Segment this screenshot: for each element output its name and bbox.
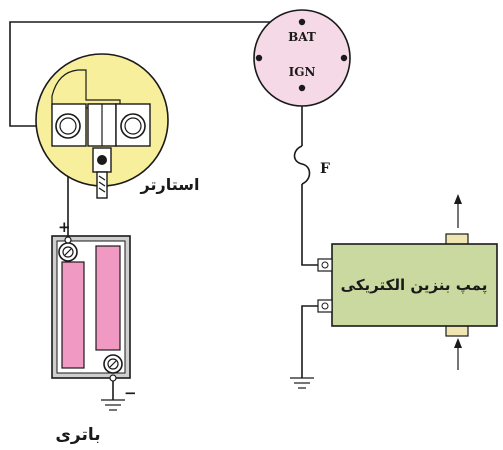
fuel-pump xyxy=(317,194,498,370)
bat-terminal xyxy=(298,18,306,26)
pump-terminal-top xyxy=(317,258,333,272)
battery xyxy=(51,235,131,382)
battery-cell-left xyxy=(61,261,85,369)
ground-symbol-battery xyxy=(101,399,125,411)
wire-pump-to-ground xyxy=(301,305,318,378)
starter-solenoid xyxy=(35,53,169,199)
right-terminal xyxy=(340,54,348,62)
left-terminal xyxy=(255,54,263,62)
ign-terminal xyxy=(298,84,306,92)
wire-fuse-to-pump xyxy=(301,184,318,266)
battery-minus-sign: − xyxy=(124,384,137,402)
fuse-label: F xyxy=(320,161,330,177)
flow-arrow-out xyxy=(454,194,462,228)
battery-cell-right xyxy=(95,245,121,351)
ground-symbol-pump xyxy=(290,377,314,389)
pump-terminal-bottom xyxy=(317,299,333,313)
flow-arrow-in xyxy=(454,338,462,370)
fuse-symbol xyxy=(293,145,311,185)
battery-label: باتری xyxy=(55,425,100,445)
ignition-switch: BAT IGN xyxy=(253,9,351,107)
ign-label: IGN xyxy=(289,65,316,79)
bat-label: BAT xyxy=(288,30,316,44)
starter-label: استارتر xyxy=(140,175,200,194)
battery-plus-sign: + xyxy=(58,218,71,236)
fuel-pump-label: پمپ بنزین الکتریکی xyxy=(341,276,488,295)
